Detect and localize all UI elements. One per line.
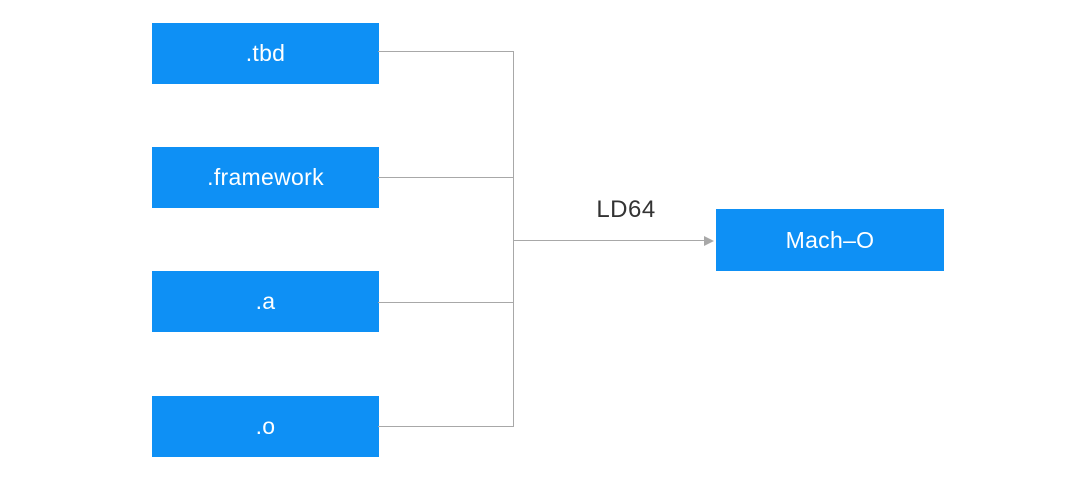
source-node-o: .o bbox=[152, 396, 379, 457]
connector-a-line bbox=[378, 302, 513, 303]
source-node-tbd: .tbd bbox=[152, 23, 379, 84]
output-node-mach-o-label: Mach–O bbox=[785, 226, 875, 253]
source-node-tbd-label: .tbd bbox=[245, 40, 286, 66]
arrowhead-icon bbox=[704, 235, 714, 246]
trunk-line bbox=[513, 51, 514, 427]
connector-framework-line bbox=[378, 177, 513, 178]
ld64-arrow-label: LD64 bbox=[596, 196, 656, 223]
source-node-framework-label: .framework bbox=[207, 164, 324, 190]
connector-o-line bbox=[378, 426, 513, 427]
source-node-o-label: .o bbox=[255, 413, 276, 439]
output-node-mach-o: Mach–O bbox=[716, 209, 944, 271]
source-node-framework: .framework bbox=[152, 147, 379, 208]
ld64-arrow-line bbox=[513, 240, 705, 241]
source-node-a: .a bbox=[152, 271, 379, 332]
source-node-a-label: .a bbox=[255, 288, 276, 314]
connector-tbd-line bbox=[378, 51, 513, 52]
